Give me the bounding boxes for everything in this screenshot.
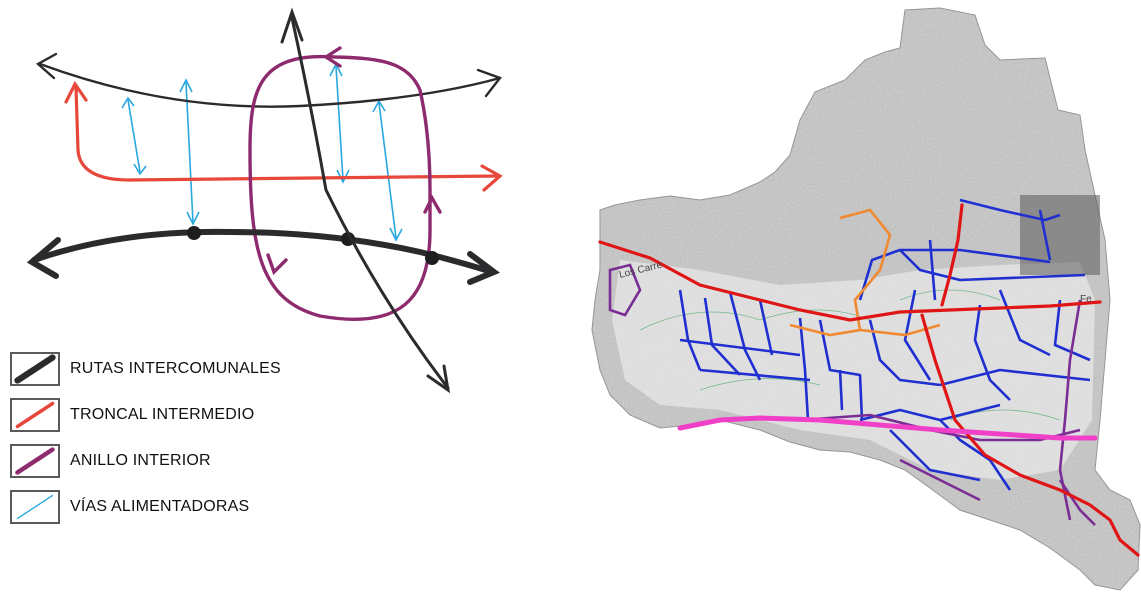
legend-label: VÍAS ALIMENTADORAS [70,498,250,515]
route-junction-dots [187,226,439,265]
urban-area [612,260,1095,480]
troncal-intermedio-route [64,80,503,192]
legend-swatch [10,352,60,386]
road-schema-sketch [26,7,503,394]
legend-item: VÍAS ALIMENTADORAS [8,490,338,536]
legend-item: ANILLO INTERIOR [8,444,338,490]
bottom-intercomunal-route [26,228,500,285]
legend-swatch [10,490,60,524]
legend-label: ANILLO INTERIOR [70,452,211,469]
legend-swatch [10,444,60,478]
top-intercomunal-route [35,52,502,108]
legend: RUTAS INTERCOMUNALES TRONCAL INTERMEDIO AN… [8,352,338,536]
city-road-map: Los Carre Fe [591,7,1141,591]
anillo-interior-route [248,46,442,322]
diagonal-intercomunal-route [280,7,451,394]
legend-item: TRONCAL INTERMEDIO [8,398,338,444]
legend-swatch [10,398,60,432]
dense-block [1020,195,1100,275]
street-label-right: Fe [1080,294,1092,305]
legend-item: RUTAS INTERCOMUNALES [8,352,338,398]
legend-label: TRONCAL INTERMEDIO [70,406,255,423]
red-trunk-roads [598,203,1140,557]
legend-label: RUTAS INTERCOMUNALES [70,360,281,377]
magenta-road [677,415,1098,441]
orange-central-ring [789,208,941,337]
feeder-roads [121,62,403,242]
blue-feeder-network [678,198,1091,491]
